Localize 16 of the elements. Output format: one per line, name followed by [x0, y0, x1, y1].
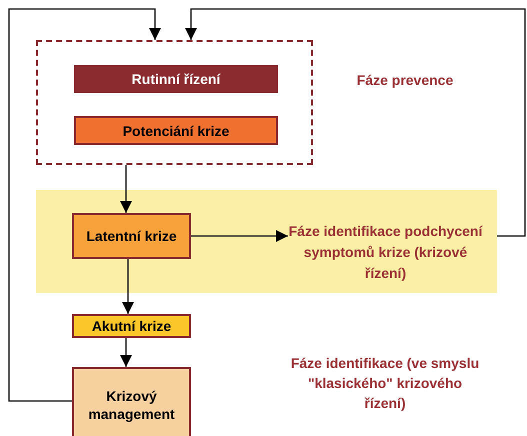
arrow — [120, 165, 132, 213]
process-box: Krizový management — [72, 367, 191, 436]
arrow — [120, 338, 132, 367]
phase-label: Fáze prevence — [356, 71, 454, 90]
process-box: Akutní krize — [72, 314, 191, 338]
arrow — [185, 8, 526, 237]
process-box: Potenciání krize — [74, 116, 278, 145]
process-box: Rutinní řízení — [74, 65, 278, 93]
process-box: Latentní krize — [72, 213, 191, 259]
phase-band — [36, 190, 497, 293]
arrow — [8, 8, 161, 402]
dashed-frame — [36, 40, 313, 165]
arrow — [191, 230, 288, 242]
arrow — [122, 259, 134, 314]
phase-label: Fáze identifikace (ve smyslu "klasického" krizového řízení) — [290, 354, 480, 413]
phase-text: Fáze identifikace podchycení symptomů krize (krizové řízení) — [288, 222, 483, 283]
